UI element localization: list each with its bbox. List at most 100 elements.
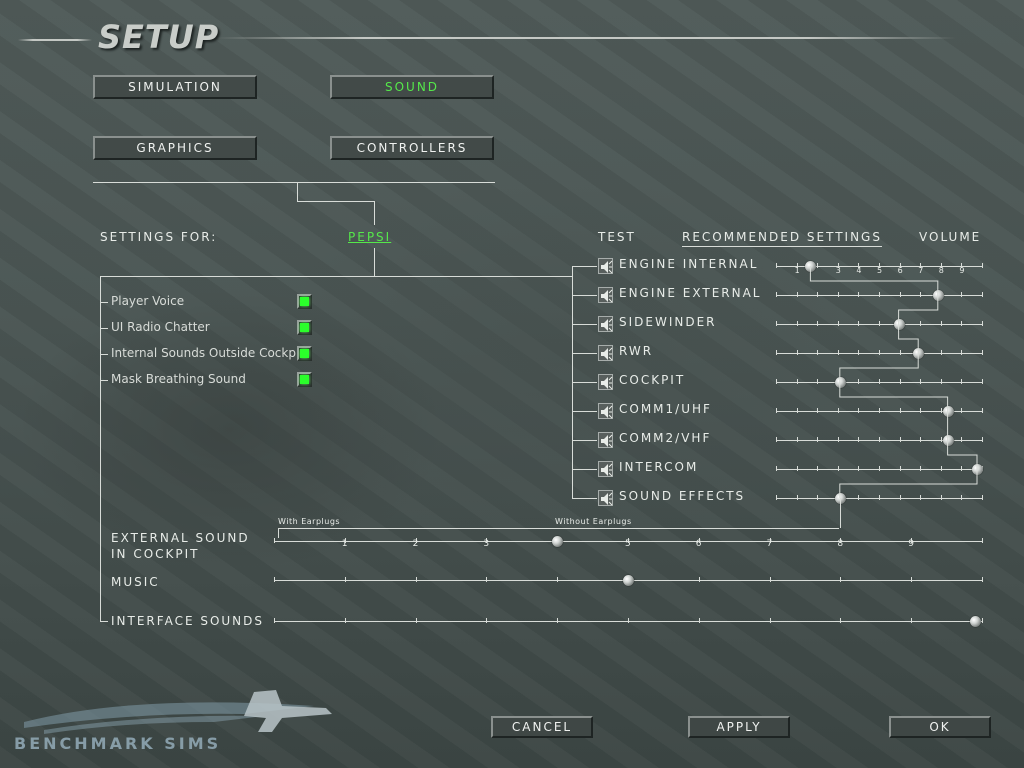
tab-sound[interactable]: Sound	[330, 75, 494, 99]
slider-tick	[940, 437, 942, 442]
option-checkbox[interactable]	[297, 346, 312, 361]
scale-number: 1	[794, 266, 800, 275]
slider-tick	[982, 350, 983, 355]
tab-graphics[interactable]: Graphics	[93, 136, 257, 160]
speaker-test-icon[interactable]	[598, 374, 613, 390]
speaker-test-icon[interactable]	[598, 403, 613, 419]
speaker-test-icon[interactable]	[598, 345, 613, 361]
speaker-test-icon[interactable]	[598, 316, 613, 332]
slider-tick	[776, 437, 777, 442]
slider-tick	[557, 577, 559, 582]
scale-number: 3	[483, 539, 490, 549]
slider-tick	[858, 350, 860, 355]
slider-tick	[879, 495, 880, 500]
slider-tick	[837, 263, 839, 268]
slider-tick	[486, 577, 488, 582]
slider-tick	[840, 618, 842, 623]
slider-tick	[817, 263, 819, 268]
slider-tick	[982, 379, 983, 384]
apply-button[interactable]: Apply	[688, 716, 790, 738]
volume-slider-knob[interactable]	[972, 464, 983, 475]
ok-button[interactable]: Ok	[889, 716, 991, 738]
connector-line	[572, 440, 597, 441]
volume-slider-knob[interactable]	[942, 435, 954, 446]
slider-tick	[858, 408, 860, 413]
external-sound-label-line1: External Sound	[111, 531, 250, 545]
volume-slider-knob[interactable]	[805, 261, 817, 272]
pilot-name-link[interactable]: PEPSI	[348, 230, 392, 244]
external-sound-slider-knob[interactable]	[552, 536, 564, 547]
cancel-button[interactable]: Cancel	[491, 716, 593, 738]
slider-tick	[982, 321, 983, 326]
connector-line	[572, 382, 597, 383]
slider-tick	[344, 618, 346, 623]
slider-tick	[920, 379, 922, 384]
settings-for-label: Settings For:	[100, 230, 218, 244]
slider-tick	[817, 495, 819, 500]
option-label: UI Radio Chatter	[111, 320, 210, 334]
slider-tick	[911, 618, 913, 623]
slider-tick	[769, 618, 771, 623]
scale-number: 7	[918, 266, 924, 275]
recommended-settings-header: Recommended Settings	[682, 230, 882, 244]
slider-tick	[796, 437, 798, 442]
speaker-test-icon[interactable]	[598, 258, 613, 274]
slider-tick	[961, 379, 963, 384]
slider-tick	[940, 263, 942, 268]
volume-slider-knob[interactable]	[893, 319, 905, 330]
slider-tick	[911, 538, 913, 543]
music-slider-knob[interactable]	[623, 575, 634, 586]
connector-line	[572, 295, 597, 296]
slider-tick	[796, 466, 798, 471]
option-checkbox[interactable]	[297, 372, 312, 387]
scale-number: 1	[341, 539, 348, 549]
slider-tick	[982, 538, 983, 543]
slider-tick	[817, 350, 819, 355]
slider-tick	[344, 538, 346, 543]
interface-sounds-slider-knob[interactable]	[969, 616, 981, 627]
slider-tick	[879, 466, 880, 471]
slider-tick	[961, 263, 963, 268]
slider-tick	[940, 495, 942, 500]
slider-tick	[628, 618, 629, 623]
channel-label: Sidewinder	[619, 315, 717, 329]
slider-tick	[274, 618, 275, 623]
slider-tick	[940, 466, 942, 471]
scale-number: 6	[897, 266, 903, 275]
option-label: Player Voice	[111, 294, 185, 308]
connector-line	[100, 621, 108, 622]
connector-line	[572, 266, 597, 267]
volume-slider-knob[interactable]	[942, 406, 954, 417]
slider-tick	[920, 292, 922, 297]
scale-number: 9	[908, 539, 914, 549]
tab-simulation[interactable]: Simulation	[93, 75, 257, 99]
connector-line	[100, 380, 108, 381]
slider-tick	[982, 408, 983, 413]
slider-tick	[940, 350, 942, 355]
connector-line	[100, 354, 108, 355]
connector-line	[572, 353, 597, 354]
option-checkbox[interactable]	[297, 294, 312, 309]
slider-tick	[940, 379, 942, 384]
speaker-test-icon[interactable]	[598, 432, 613, 448]
external-sound-label-line2: In Cockpit	[111, 547, 200, 561]
option-checkbox[interactable]	[297, 320, 312, 335]
volume-slider-knob[interactable]	[932, 290, 944, 301]
slider-tick	[817, 437, 819, 442]
slider-tick	[879, 437, 880, 442]
slider-tick	[858, 495, 860, 500]
slider-tick	[920, 495, 922, 500]
slider-tick	[344, 577, 346, 582]
slider-tick	[837, 292, 839, 297]
slider-tick	[796, 263, 798, 268]
speaker-test-icon[interactable]	[598, 287, 613, 303]
tab-controllers[interactable]: Controllers	[330, 136, 494, 160]
volume-slider-knob[interactable]	[834, 377, 846, 388]
speaker-test-icon[interactable]	[598, 490, 613, 506]
slider-tick	[840, 538, 842, 543]
speaker-test-icon[interactable]	[598, 461, 613, 477]
volume-slider-knob[interactable]	[913, 348, 925, 359]
slider-tick	[899, 379, 901, 384]
connector-line	[100, 302, 108, 303]
slider-tick	[982, 292, 983, 297]
